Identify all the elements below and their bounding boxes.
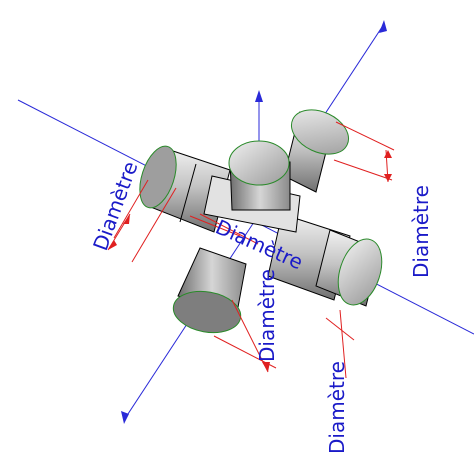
arrow-head-icon bbox=[255, 90, 263, 102]
arrow-head-icon bbox=[262, 362, 270, 372]
dimension-label-right: Diamètre bbox=[409, 185, 433, 278]
pipe-back-right bbox=[283, 109, 349, 193]
arrow-head-icon bbox=[123, 214, 130, 224]
dimension-label-left: Diamètre bbox=[88, 158, 142, 254]
pipe-end-face bbox=[337, 238, 383, 306]
arrow-head-icon bbox=[384, 174, 392, 182]
pipe-right bbox=[267, 213, 383, 307]
pipe-end-face bbox=[228, 140, 290, 186]
dimension-label-front-left: Diamètre bbox=[255, 269, 279, 362]
axis-arrowheads bbox=[121, 20, 387, 424]
arrow-head-icon bbox=[379, 20, 387, 33]
dimension-arrowheads bbox=[108, 150, 392, 372]
dimension-label-bottom-right: Diamètre bbox=[325, 361, 349, 454]
arrow-head-icon bbox=[108, 240, 117, 250]
pipe-hub bbox=[203, 140, 301, 233]
arrow-head-icon bbox=[384, 150, 392, 158]
arrow-head-icon bbox=[121, 411, 129, 424]
pipe-front-left bbox=[172, 247, 247, 334]
pipe-end-face bbox=[291, 109, 349, 155]
dimension-lines bbox=[107, 121, 395, 379]
pipe-end-face bbox=[139, 145, 177, 209]
